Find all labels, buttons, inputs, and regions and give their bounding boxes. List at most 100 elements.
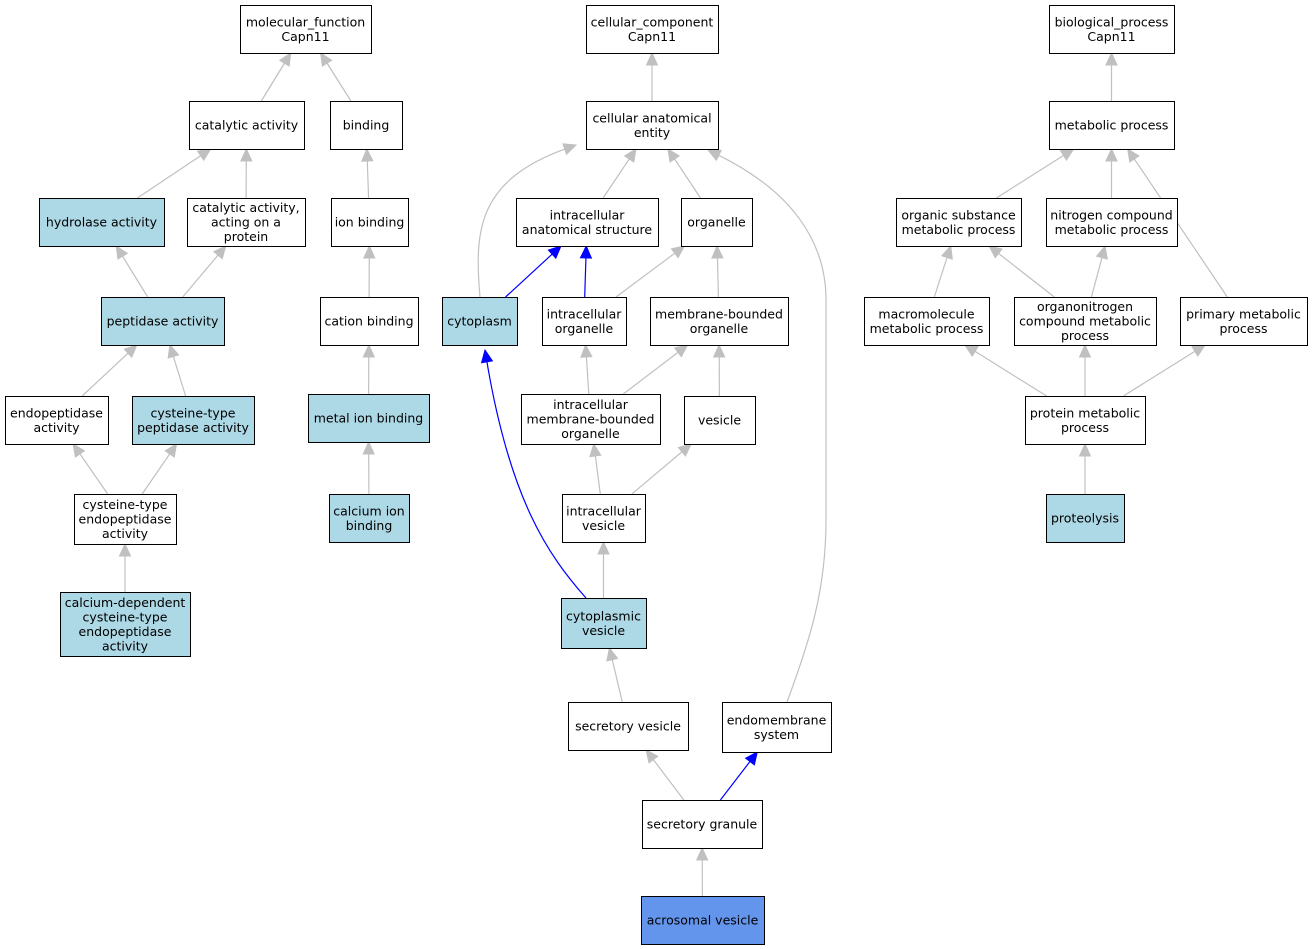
go-term-label: activity bbox=[102, 638, 149, 653]
edge-organelle-to-cae-arrowhead bbox=[667, 148, 681, 163]
go-term-node-pept[interactable]: peptidase activity bbox=[101, 297, 225, 346]
go-term-box bbox=[542, 297, 627, 346]
go-term-label: catalytic activity, bbox=[192, 200, 299, 215]
go-term-label: catalytic activity bbox=[195, 118, 299, 133]
edge-cyto-to-cae bbox=[477, 147, 567, 298]
go-term-label: endopeptidase bbox=[10, 405, 103, 420]
edge-secgran-to-endomem bbox=[719, 759, 752, 801]
edge-endo-to-pept bbox=[81, 351, 130, 397]
go-term-label: organelle bbox=[690, 321, 749, 336]
edge-pept-to-hydro-arrowhead bbox=[115, 244, 129, 260]
edge-icves-to-vesicle-arrowhead bbox=[677, 443, 693, 457]
go-term-node-cat[interactable]: catalytic activity bbox=[189, 101, 305, 150]
edge-icves-to-imbo-arrowhead bbox=[589, 442, 602, 458]
go-term-node-metalb[interactable]: metal ion binding bbox=[308, 394, 430, 443]
go-term-label: vesicle bbox=[698, 413, 741, 428]
go-term-box bbox=[896, 198, 1022, 247]
go-term-node-proteo[interactable]: proteolysis bbox=[1046, 494, 1125, 543]
go-term-box bbox=[1180, 297, 1308, 346]
go-term-node-calcdep[interactable]: calcium-dependentcysteine-typeendopeptid… bbox=[60, 592, 191, 657]
edge-protmp-to-pmp-arrowhead bbox=[1191, 344, 1207, 357]
edge-icorg-to-ias-arrowhead bbox=[579, 244, 593, 259]
edge-cyto-to-ias-arrowhead bbox=[547, 245, 562, 260]
edge-hydro-to-cat bbox=[137, 154, 203, 199]
go-term-node-acro[interactable]: acrosomal vesicle bbox=[641, 896, 765, 945]
go-term-box bbox=[5, 396, 109, 445]
go-term-label: membrane-bounded bbox=[655, 306, 783, 321]
go-term-label: binding bbox=[346, 518, 393, 533]
go-term-node-hydro[interactable]: hydrolase activity bbox=[39, 198, 165, 247]
edge-calcdep-to-cysendo-arrowhead bbox=[118, 542, 132, 557]
go-term-label: system bbox=[754, 727, 799, 742]
go-term-label: process bbox=[1061, 420, 1109, 435]
edge-macro-to-osmp bbox=[933, 255, 949, 298]
edge-proteo-to-protmp-arrowhead bbox=[1078, 442, 1092, 457]
go-term-label: endopeptidase bbox=[79, 512, 172, 527]
edge-secgran-to-secves-arrowhead bbox=[645, 749, 659, 764]
go-term-box bbox=[521, 394, 661, 445]
go-term-node-secves[interactable]: secretory vesicle bbox=[568, 702, 689, 751]
edge-endomem-to-cae-arrowhead bbox=[706, 149, 722, 162]
go-term-node-cationb[interactable]: cation binding bbox=[320, 297, 419, 346]
go-term-box bbox=[308, 394, 430, 443]
go-term-node-organelle[interactable]: organelle bbox=[681, 198, 753, 247]
edge-protmp-to-macro-arrowhead bbox=[963, 344, 979, 357]
go-term-node-metab[interactable]: metabolic process bbox=[1049, 101, 1175, 150]
go-term-label: vesicle bbox=[582, 518, 625, 533]
go-term-node-ionb[interactable]: ion binding bbox=[331, 198, 409, 247]
go-term-label: cellular anatomical bbox=[592, 110, 711, 125]
edge-endo-to-pept-arrowhead bbox=[123, 344, 138, 359]
go-term-label: calcium-dependent bbox=[65, 595, 186, 610]
go-term-label: Capn11 bbox=[628, 29, 676, 44]
edge-endomem-to-cae bbox=[716, 153, 827, 703]
go-term-node-binding[interactable]: binding bbox=[330, 101, 403, 150]
go-term-label: process bbox=[1061, 328, 1109, 343]
go-term-label: Capn11 bbox=[281, 29, 329, 44]
go-term-node-cyto[interactable]: cytoplasm bbox=[442, 297, 518, 346]
go-term-box bbox=[240, 5, 372, 54]
go-term-label: acrosomal vesicle bbox=[647, 913, 759, 928]
edge-imbo-to-mborg bbox=[622, 350, 680, 395]
go-term-label: organelle bbox=[561, 426, 620, 441]
go-term-label: secretory granule bbox=[647, 817, 758, 832]
go-term-label: metabolic process bbox=[870, 321, 984, 336]
go-term-label: organelle bbox=[555, 321, 614, 336]
go-term-box bbox=[132, 396, 255, 445]
go-term-label: cellular_component bbox=[591, 14, 714, 29]
edge-secgran-to-endomem-arrowhead bbox=[744, 751, 759, 766]
edge-metalb-to-cationb-arrowhead bbox=[362, 343, 376, 358]
edge-cytves-to-icves-arrowhead bbox=[597, 540, 610, 555]
go-term-box bbox=[568, 702, 689, 751]
go-term-box bbox=[1025, 396, 1146, 445]
go-term-label: primary metabolic bbox=[1186, 306, 1301, 321]
go-term-label: process bbox=[1219, 321, 1267, 336]
go-term-node-secgran[interactable]: secretory granule bbox=[642, 800, 763, 849]
edge-protmp-to-macro bbox=[973, 349, 1047, 397]
go-term-label: intracellular bbox=[553, 397, 629, 412]
edge-orgn-to-ncmp-arrowhead bbox=[1095, 244, 1108, 260]
go-term-node-vesicle[interactable]: vesicle bbox=[684, 396, 756, 445]
go-term-box bbox=[681, 198, 753, 247]
